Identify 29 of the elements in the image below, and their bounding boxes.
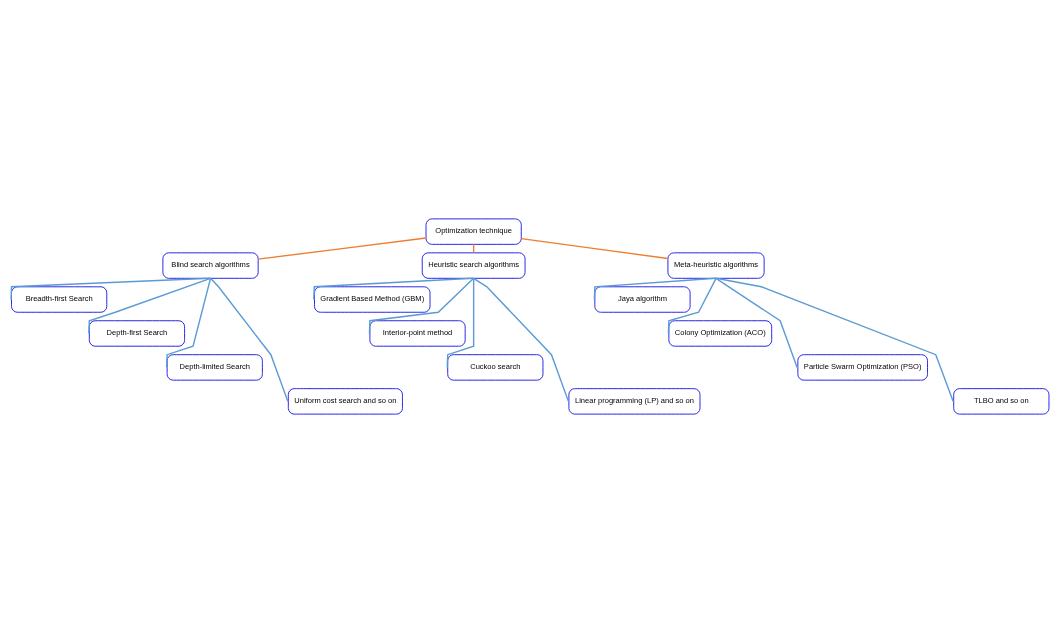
node-box: Blind search algorithms — [162, 252, 259, 279]
connector — [446, 277, 475, 369]
node-box: Uniform cost search and so on — [287, 388, 403, 415]
node-box: Gradient Based Method (GBM) — [314, 286, 431, 313]
connector — [88, 277, 212, 335]
node-box: Particle Swarm Optimization (PSO) — [797, 354, 928, 381]
node-box: TLBO and so on — [953, 388, 1050, 415]
node-box: Meta-heuristic algorithms — [667, 252, 765, 279]
connector — [667, 277, 717, 335]
node-box: Interior-point method — [369, 320, 466, 347]
node-box: Linear programming (LP) and so on — [568, 388, 701, 415]
node-box: Colony Optimization (ACO) — [668, 320, 773, 347]
node-box: Depth-first Search — [88, 320, 186, 347]
connector — [593, 277, 717, 301]
connector — [520, 237, 669, 260]
node-box: Breadth-first Search — [11, 286, 108, 313]
node-box: Depth-limited Search — [166, 354, 263, 381]
connector — [715, 277, 954, 403]
connector — [472, 277, 570, 403]
node-box: Optimization technique — [425, 218, 522, 245]
connector — [368, 277, 475, 335]
connector — [313, 277, 475, 301]
connector — [165, 277, 212, 369]
connector — [715, 277, 798, 369]
connector — [209, 277, 289, 403]
node-box: Cuckoo search — [447, 354, 544, 381]
node-box: Jaya algorithm — [594, 286, 691, 313]
node-box: Heuristic search algorithms — [421, 252, 526, 279]
connector — [257, 237, 427, 260]
